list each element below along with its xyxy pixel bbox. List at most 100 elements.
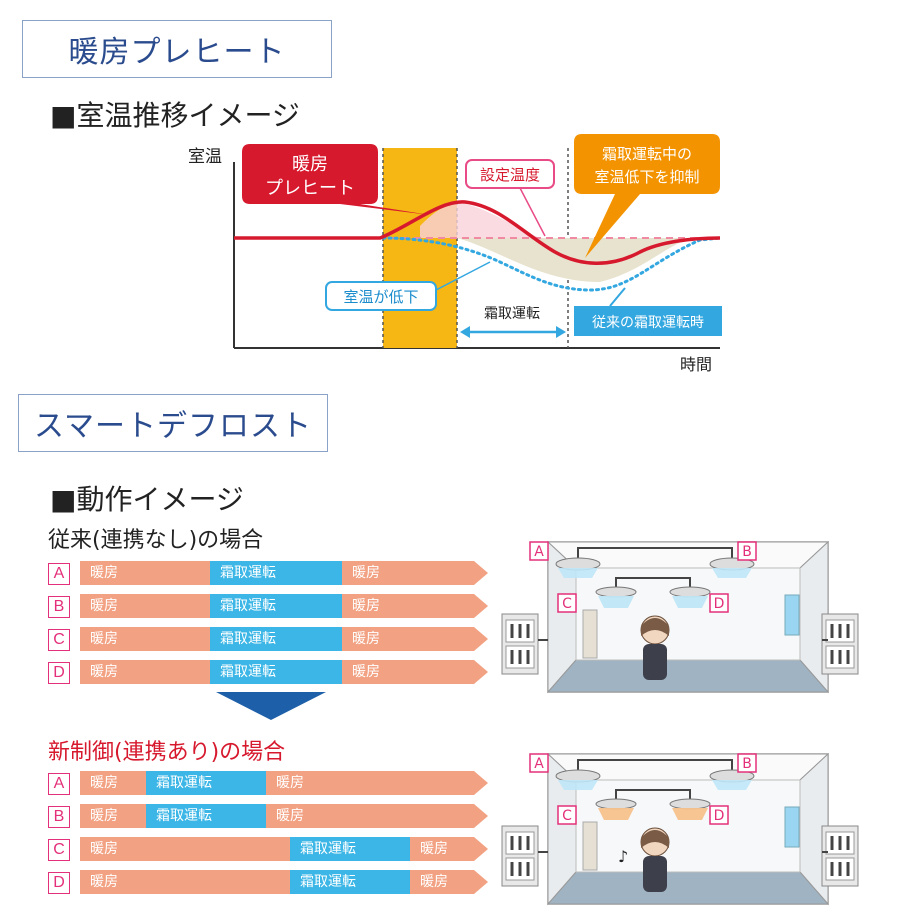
conventional-segment-heating: 暖房: [342, 561, 474, 585]
new-segment-heating: 暖房: [80, 870, 290, 894]
new-row-arrow-tip: [474, 804, 488, 828]
new-row-arrow-tip: [474, 771, 488, 795]
room-label-b: B: [742, 756, 752, 772]
conventional-row-bar-d: 暖房霜取運転暖房: [80, 660, 490, 684]
callout-preheat-line2: プレヒート: [265, 178, 355, 199]
conventional-row-label-a: A: [48, 563, 70, 585]
new-segment-defrost: 霜取運転: [290, 837, 410, 861]
conventional-segment-defrost: 霜取運転: [210, 627, 342, 651]
music-note-icon: ♪: [618, 847, 628, 866]
callout-suppress-line2: 室温低下を抑制: [594, 168, 699, 186]
defrost-range-arrow-left: [460, 326, 470, 338]
conventional-segment-heating: 暖房: [80, 627, 210, 651]
new-row-bar-a: 暖房霜取運転暖房: [80, 771, 490, 795]
person-body: [643, 856, 667, 892]
new-case-title: 新制御(連携あり)の場合: [48, 740, 286, 765]
preheat-gain-area: [420, 203, 540, 238]
new-segment-defrost: 霜取運転: [146, 771, 266, 795]
outdoor-unit-left: [501, 613, 539, 675]
new-row-label-b: B: [48, 806, 70, 828]
y-axis-label: 室温: [188, 147, 222, 167]
setpoint-label-box: [465, 159, 555, 189]
door: [582, 609, 598, 659]
outdoor-unit-right: [821, 613, 859, 675]
conventional-segment-heating: 暖房: [342, 660, 474, 684]
conventional-row-label-b: B: [48, 596, 70, 618]
callout-preheat-shape: [242, 144, 430, 215]
callout-suppress-shape: [574, 134, 720, 258]
conventional-segment-heating: 暖房: [80, 594, 210, 618]
new-segment-defrost: 霜取運転: [146, 804, 266, 828]
section-title-smart-defrost: スマートデフロスト: [18, 394, 328, 452]
callout-suppress-line1: 霜取運転中の: [602, 145, 692, 163]
down-arrow-icon: [216, 692, 326, 720]
callout-preheat-line1: 暖房: [292, 154, 328, 175]
new-segment-heating: 暖房: [410, 837, 474, 861]
room-label-a: A: [534, 756, 544, 772]
conventional-segment-heating: 暖房: [80, 561, 210, 585]
conventional-segment-heating: 暖房: [80, 660, 210, 684]
new-segment-heating: 暖房: [80, 804, 146, 828]
heading-room-temp: ■室温推移イメージ: [50, 99, 300, 132]
new-row-label-c: C: [48, 839, 70, 861]
preheat-temp-curve: [234, 200, 721, 265]
room-illustration-conventional: A B C D: [501, 540, 859, 694]
conventional-row-arrow-tip: [474, 594, 488, 618]
conventional-row-bar-c: 暖房霜取運転暖房: [80, 627, 490, 651]
defrost-range-label: 霜取運転: [484, 306, 540, 322]
new-row-arrow-tip: [474, 870, 488, 894]
conventional-row-arrow-tip: [474, 660, 488, 684]
x-axis-label: 時間: [680, 355, 712, 374]
conventional-row-label-c: C: [48, 629, 70, 651]
window: [784, 594, 800, 636]
conventional-segment-heating: 暖房: [342, 594, 474, 618]
drop-label-box: [325, 281, 437, 311]
new-row-label-d: D: [48, 872, 70, 894]
conventional-row-arrow-tip: [474, 561, 488, 585]
conventional-segment-heating: 暖房: [342, 627, 474, 651]
new-segment-heating: 暖房: [80, 837, 290, 861]
outdoor-unit-right: [821, 825, 859, 887]
new-segment-defrost: 霜取運転: [290, 870, 410, 894]
preheat-band: [383, 148, 457, 348]
ceiling-unit-d: [669, 798, 711, 810]
conventional-row-bar-a: 暖房霜取運転暖房: [80, 561, 490, 585]
drop-label: 室温が低下: [343, 288, 418, 306]
new-row-bar-c: 暖房霜取運転暖房: [80, 837, 490, 861]
drop-pointer: [435, 261, 491, 291]
new-row-arrow-tip: [474, 837, 488, 861]
door: [582, 821, 598, 871]
room-label-a: A: [534, 544, 544, 560]
conventional-row-arrow-tip: [474, 627, 488, 651]
conventional-label: 従来の霜取運転時: [592, 315, 704, 331]
person-body: [643, 644, 667, 680]
room-label-b: B: [742, 544, 752, 560]
conventional-label-box: [574, 306, 722, 336]
conventional-segment-defrost: 霜取運転: [210, 660, 342, 684]
setpoint-label: 設定温度: [480, 166, 540, 184]
conventional-segment-defrost: 霜取運転: [210, 594, 342, 618]
new-segment-heating: 暖房: [266, 771, 474, 795]
heading-operation: ■動作イメージ: [50, 483, 244, 516]
conventional-row-label-d: D: [48, 662, 70, 684]
ceiling-unit-d: [669, 586, 711, 598]
new-segment-heating: 暖房: [410, 870, 474, 894]
conventional-segment-defrost: 霜取運転: [210, 561, 342, 585]
section-title-preheat: 暖房プレヒート: [22, 20, 332, 78]
room-label-d: D: [714, 596, 725, 612]
conventional-row-bar-b: 暖房霜取運転暖房: [80, 594, 490, 618]
outdoor-unit-left: [501, 825, 539, 887]
ceiling-unit-c: [595, 586, 637, 598]
new-row-bar-b: 暖房霜取運転暖房: [80, 804, 490, 828]
defrost-range-arrow-right: [556, 326, 566, 338]
new-row-label-a: A: [48, 773, 70, 795]
new-row-bar-d: 暖房霜取運転暖房: [80, 870, 490, 894]
room-illustration-new: A B C D ♪: [501, 752, 859, 906]
room-label-c: C: [562, 808, 572, 824]
setpoint-pointer: [519, 187, 546, 237]
conventional-case-title: 従来(連携なし)の場合: [48, 528, 264, 553]
room-label-d: D: [714, 808, 725, 824]
conventional-pointer: [609, 287, 626, 307]
ceiling-unit-c: [595, 798, 637, 810]
window: [784, 806, 800, 848]
